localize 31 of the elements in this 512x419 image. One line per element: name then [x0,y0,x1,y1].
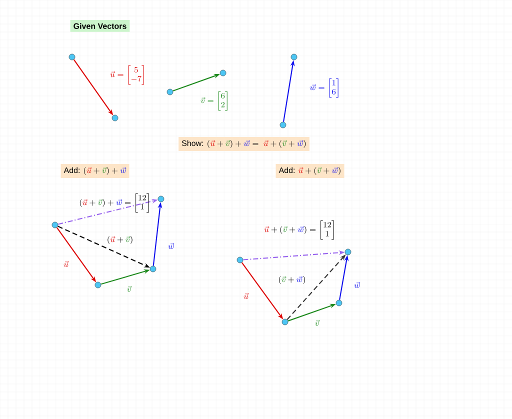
point [94,282,102,288]
vector-equation: $\textcolor{vv}{\vec{v}=\begin{bmatrix}6\\2\end{bmatrix}}$ [200,91,228,111]
point [290,54,298,60]
edge-label: $\textcolor{vu}{\vec{u}}$ [244,293,249,299]
point [220,70,226,76]
edge-label: $(\textcolor{vv}{\vec{v}}+\textcolor{vw}{\vec{w}})$ [278,276,306,284]
point [344,248,352,256]
point [150,266,156,272]
point [280,122,286,128]
vector-equation: $\textcolor{vu}{\vec{u}}+(\textcolor{vv}{\vec{v}}+\textcolor{vw}{\vec{w}})=\begin{bmatrix}12\\1\end{bmatrix}$ [264,220,334,240]
edge-label: $\textcolor{vv}{\vec{v}}$ [315,320,320,326]
edge-label: $\textcolor{vu}{\vec{u}}$ [64,261,69,267]
title-box: Given Vectors [70,20,130,32]
vector-equation: $\textcolor{vu}{\vec{u}=\begin{bmatrix}5\\-7\end{bmatrix}}$ [110,65,144,85]
caption-box: $\text{Add: }\textcolor{vu}{\vec{u}}+(\textcolor{vv}{\vec{v}}+\textcolor{vw}{\vec{w}})$ [276,164,344,178]
point [282,318,288,326]
edge-label: $(\textcolor{vu}{\vec{u}}+\textcolor{vv}{\vec{v}})$ [108,236,132,244]
edge-label: $\textcolor{vv}{\vec{v}}$ [127,286,132,292]
point [166,88,174,96]
vector-equation: $(\textcolor{vu}{\vec{u}}+\textcolor{vv}{\vec{v}})+\textcolor{vw}{\vec{w}}=\begin{bmatrix}12\\1\end{bmatrix}$ [80,193,149,213]
point [112,114,118,122]
edge-label: $\textcolor{vw}{\vec{w}}$ [168,243,174,249]
point [236,256,244,264]
caption-box: $\text{Show: }(\textcolor{vu}{\vec{u}}+\textcolor{vv}{\vec{v}})+\textcolor{vw}{\vec{w}}=\ \textcolor{vu}{\vec{u}}+(\textcolor{vv}{\vec{v}}+\textcolor{vw}{\vec{w}})$ [178,137,310,151]
point [158,196,164,202]
point [336,300,342,306]
caption-box: $\text{Add: }(\textcolor{vu}{\vec{u}}+\textcolor{vv}{\vec{v}})+\textcolor{vw}{\vec{w}}$ [60,164,130,178]
vector-equation: $\textcolor{vw}{\vec{w}=\begin{bmatrix}1\\6\end{bmatrix}}$ [310,78,338,98]
edge-label: $\textcolor{vw}{\vec{w}}$ [354,282,360,288]
point [52,222,58,228]
point [68,54,76,60]
